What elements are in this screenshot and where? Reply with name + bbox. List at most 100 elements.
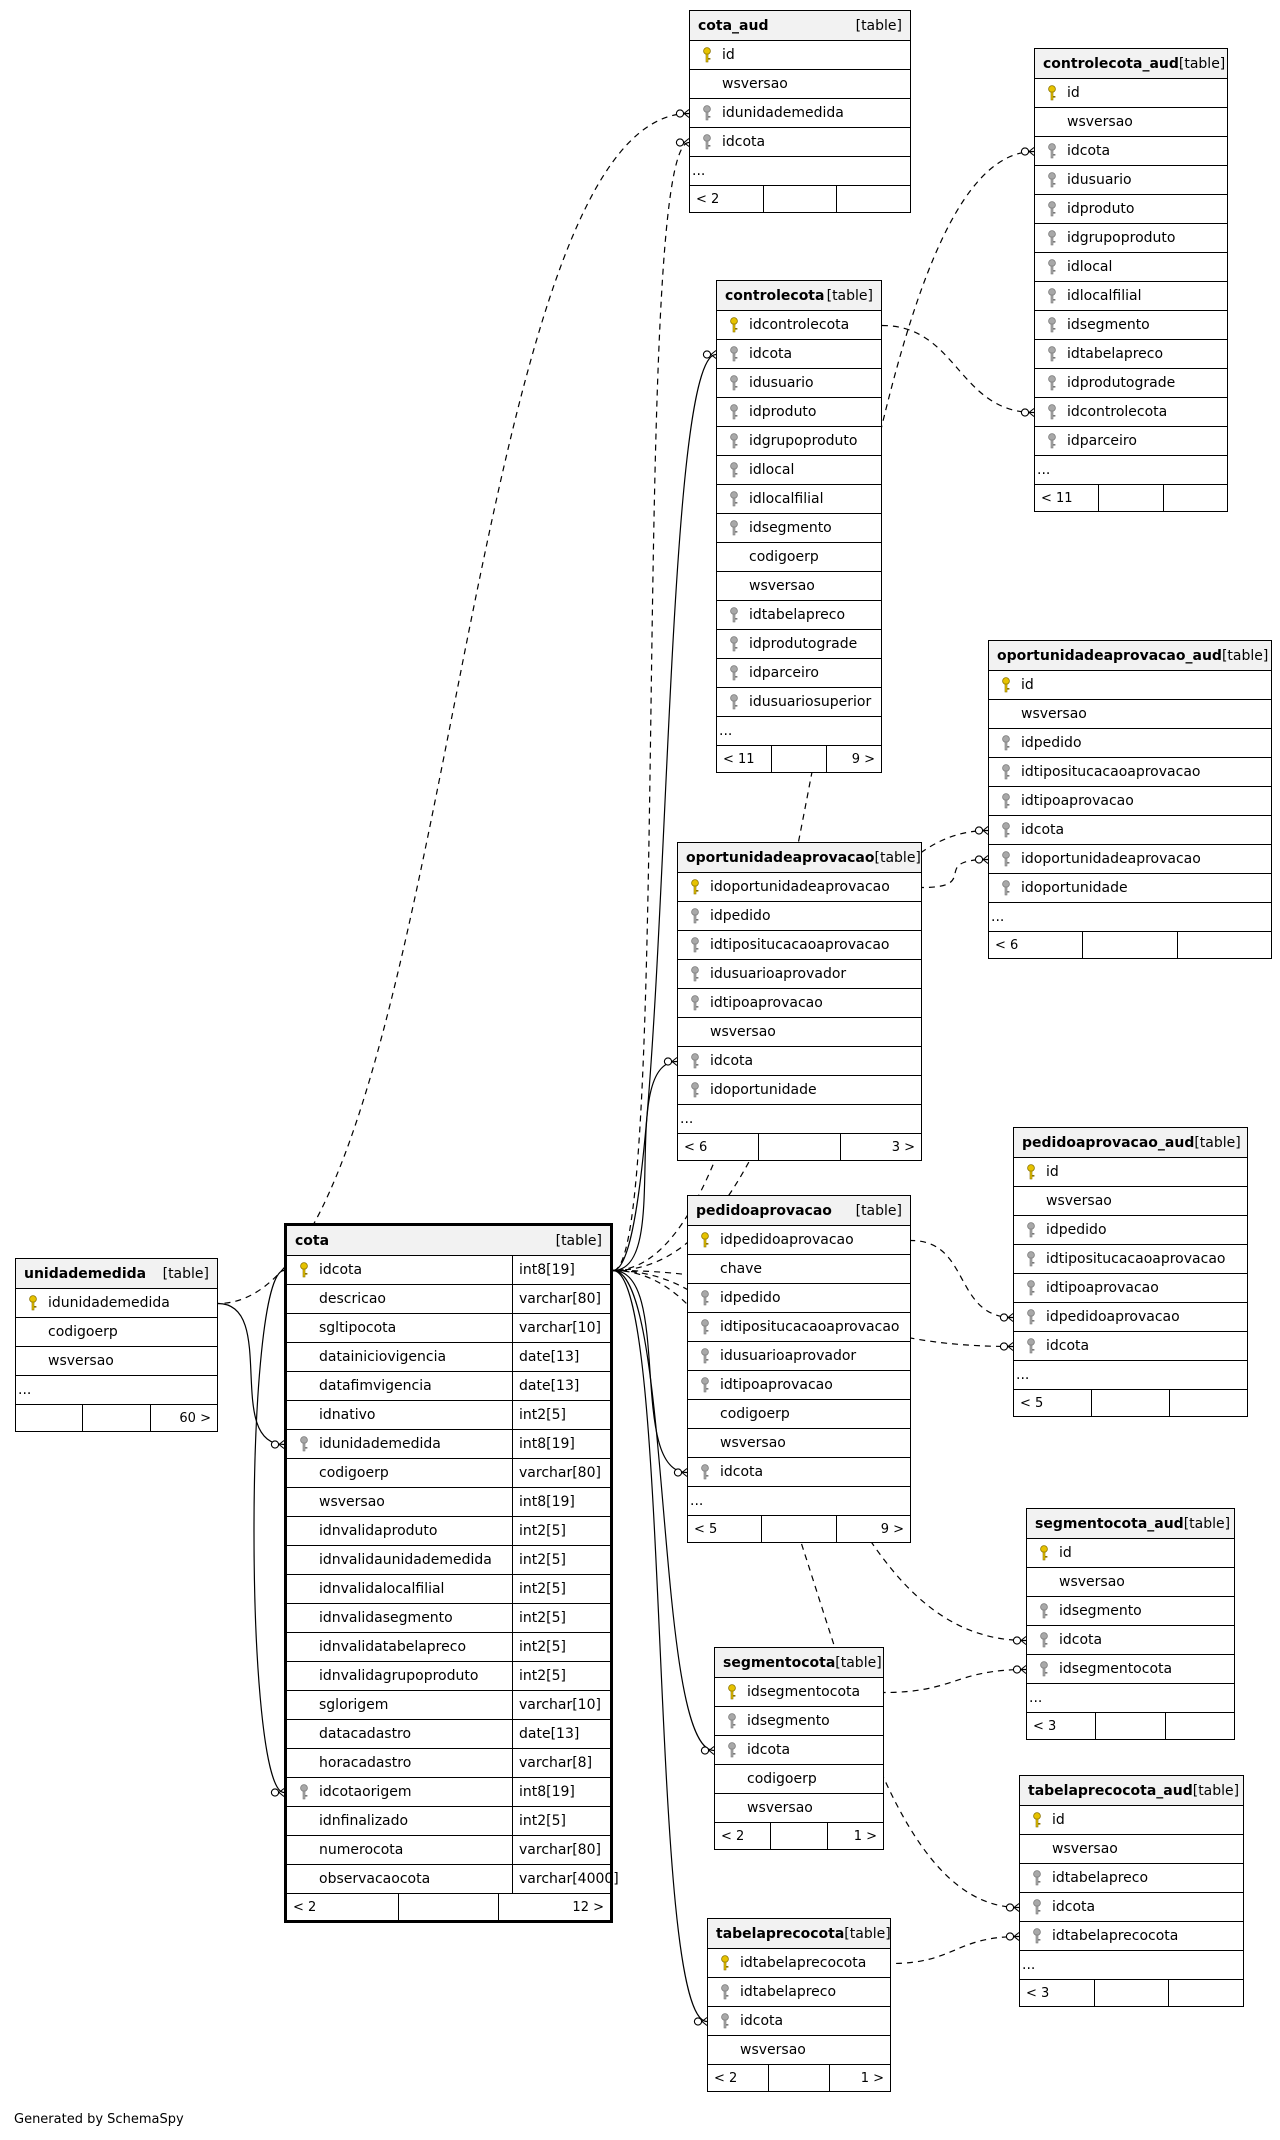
column-row[interactable]: id	[1020, 1806, 1243, 1835]
column-row[interactable]: idsegmentocota	[1027, 1655, 1234, 1684]
table-oportunidadeaprovacao[interactable]: oportunidadeaprovacao[table]idoportunida…	[677, 842, 922, 1161]
column-row[interactable]: idsegmentocota	[715, 1678, 883, 1707]
column-row[interactable]: idtipositucacaoaprovacao	[688, 1313, 910, 1342]
column-row[interactable]: idtipositucacaoaprovacao	[989, 758, 1271, 787]
more-columns-row[interactable]: ...	[16, 1376, 217, 1405]
column-row[interactable]: idlocalfilial	[717, 485, 881, 514]
column-row[interactable]: idcontrolecota	[1035, 398, 1227, 427]
column-row[interactable]: idcota	[708, 2007, 890, 2036]
column-row[interactable]: idtipoaprovacao	[688, 1371, 910, 1400]
column-row[interactable]: idcota	[1035, 137, 1227, 166]
column-row[interactable]: idcota	[1027, 1626, 1234, 1655]
column-row[interactable]: wsversao	[678, 1018, 921, 1047]
column-row[interactable]: id	[690, 41, 910, 70]
column-row[interactable]: idpedido	[678, 902, 921, 931]
column-row[interactable]: idprodutograde	[1035, 369, 1227, 398]
column-row[interactable]: idparceiro	[1035, 427, 1227, 456]
column-row[interactable]: chave	[688, 1255, 910, 1284]
column-row[interactable]: idcota	[1020, 1893, 1243, 1922]
column-row[interactable]: wsversao	[688, 1429, 910, 1458]
more-columns-row[interactable]: ...	[1027, 1684, 1234, 1713]
column-row[interactable]: idlocalfilial	[1035, 282, 1227, 311]
table-header[interactable]: pedidoaprovacao_aud[table]	[1014, 1128, 1247, 1158]
column-row[interactable]: idsegmento	[1027, 1597, 1234, 1626]
table-header[interactable]: cota_aud[table]	[690, 11, 910, 41]
column-row[interactable]: idoportunidadeaprovacao	[678, 873, 921, 902]
column-row[interactable]: idcota	[678, 1047, 921, 1076]
column-row[interactable]: idtipositucacaoaprovacao	[1014, 1245, 1247, 1274]
column-row[interactable]: idlocal	[717, 456, 881, 485]
column-row[interactable]: idtabelapreco	[1035, 340, 1227, 369]
table-header[interactable]: oportunidadeaprovacao[table]	[678, 843, 921, 873]
column-row[interactable]: id	[1035, 79, 1227, 108]
column-row[interactable]: idpedido	[989, 729, 1271, 758]
column-row[interactable]: codigoerp	[688, 1400, 910, 1429]
column-row[interactable]: codigoerp	[717, 543, 881, 572]
column-row[interactable]: idprodutograde	[717, 630, 881, 659]
column-row[interactable]: idcota	[717, 340, 881, 369]
column-row[interactable]: idpedidoaprovacao	[688, 1226, 910, 1255]
column-row[interactable]: idusuario	[1035, 166, 1227, 195]
column-row[interactable]: idunidademedida	[690, 99, 910, 128]
column-row[interactable]: idproduto	[1035, 195, 1227, 224]
column-row[interactable]: idtipoaprovacao	[1014, 1274, 1247, 1303]
column-row[interactable]: id	[1027, 1539, 1234, 1568]
table-header[interactable]: controlecota_aud[table]	[1035, 49, 1227, 79]
column-row[interactable]: idcontrolecota	[717, 311, 881, 340]
column-row[interactable]: idusuario	[717, 369, 881, 398]
table-header[interactable]: segmentocota[table]	[715, 1648, 883, 1678]
column-row[interactable]: codigoerp	[715, 1765, 883, 1794]
column-row[interactable]: wsversao	[16, 1347, 217, 1376]
column-row[interactable]: wsversao	[1020, 1835, 1243, 1864]
more-columns-row[interactable]: ...	[717, 717, 881, 746]
more-columns-row[interactable]: ...	[989, 903, 1271, 932]
column-row[interactable]: idsegmento	[715, 1707, 883, 1736]
column-row[interactable]: wsversao	[989, 700, 1271, 729]
table-header[interactable]: controlecota[table]	[717, 281, 881, 311]
column-row[interactable]: wsversao	[708, 2036, 890, 2065]
column-row[interactable]: wsversao	[690, 70, 910, 99]
more-columns-row[interactable]: ...	[690, 157, 910, 186]
column-row[interactable]: idtabelapreco	[708, 1978, 890, 2007]
column-row[interactable]: wsversao	[1027, 1568, 1234, 1597]
column-row[interactable]: idcota	[688, 1458, 910, 1487]
column-row[interactable]: idoportunidade	[989, 874, 1271, 903]
more-columns-row[interactable]: ...	[678, 1105, 921, 1134]
column-row[interactable]: idtipositucacaoaprovacao	[678, 931, 921, 960]
column-row[interactable]: codigoerp	[16, 1318, 217, 1347]
column-row[interactable]: idusuarioaprovador	[688, 1342, 910, 1371]
more-columns-row[interactable]: ...	[688, 1487, 910, 1516]
table-header[interactable]: tabelaprecocota[table]	[708, 1919, 891, 1949]
column-row[interactable]: idtipoaprovacao	[678, 989, 921, 1018]
column-row[interactable]: idoportunidadeaprovacao	[989, 845, 1271, 874]
column-row[interactable]: idpedido	[1014, 1216, 1247, 1245]
column-row[interactable]: wsversao	[1014, 1187, 1247, 1216]
column-row[interactable]: idparceiro	[717, 659, 881, 688]
